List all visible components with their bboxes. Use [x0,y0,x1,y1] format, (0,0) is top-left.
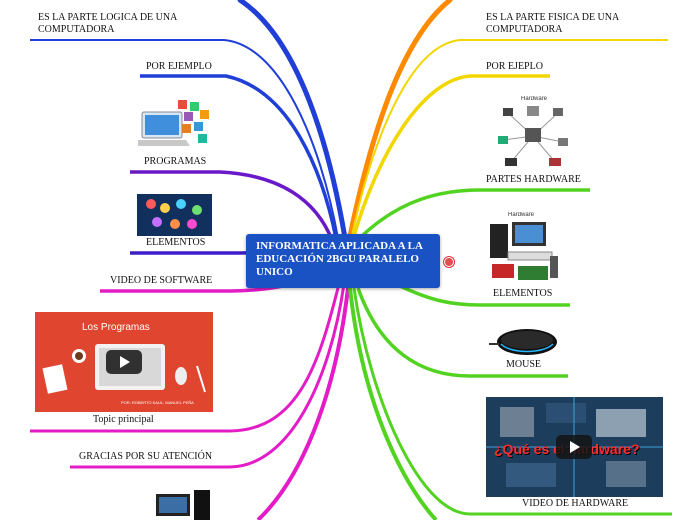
example-right-label[interactable]: POR EJEPLO [486,61,543,73]
branch-bottom-left [258,288,348,520]
hardware-elements-caption: Hardware [508,212,534,218]
hardware-definition[interactable]: ES LA PARTE FISICA DE UNA COMPUTADORA [486,12,656,36]
play-button-icon[interactable] [106,350,142,374]
branch-software-def [240,0,345,238]
link-marker-icon[interactable] [444,257,454,267]
example-left-label[interactable]: POR EJEMPLO [146,61,212,73]
software-definition[interactable]: ES LA PARTE LOGICA DE UNA COMPUTADORA [38,12,208,36]
elements-right-label[interactable]: ELEMENTOS [493,288,552,300]
mouse-image[interactable] [487,324,559,358]
computer-image[interactable] [154,490,212,520]
elements-left-image[interactable] [137,194,212,236]
hardware-parts-caption: Hardware [521,96,547,102]
hardware-parts-image[interactable]: Hardware [497,96,569,170]
programs-label[interactable]: PROGRAMAS [144,156,206,168]
video-software-label[interactable]: VIDEO DE SOFTWARE [110,275,212,287]
video-software-footer: POR: ROBERTO KAUL, MANUEL PEÑA [121,400,194,405]
central-topic-title: INFORMATICA APLICADA A LA EDUCACIÓN 2BGU… [256,240,422,278]
video-hardware-thumbnail[interactable]: ¿Qué es el hardware? [486,397,663,497]
programs-image[interactable] [138,98,210,154]
central-topic[interactable]: INFORMATICA APLICADA A LA EDUCACIÓN 2BGU… [246,234,440,288]
topic-label[interactable]: Topic principal [93,414,154,426]
mouse-label[interactable]: MOUSE [506,359,541,371]
hardware-elements-image[interactable]: Hardware [488,212,560,286]
video-software-thumbnail[interactable]: Los Programas POR: ROBERTO KAUL, MANUEL … [35,312,213,412]
elements-left-label[interactable]: ELEMENTOS [146,237,205,249]
video-software-title: Los Programas [82,322,150,333]
thanks-label[interactable]: GRACIAS POR SU ATENCIÓN [79,451,212,463]
parts-hardware-label[interactable]: PARTES HARDWARE [486,174,581,186]
play-button-icon-2[interactable] [556,435,592,459]
video-hardware-label[interactable]: VIDEO DE HARDWARE [522,498,628,510]
